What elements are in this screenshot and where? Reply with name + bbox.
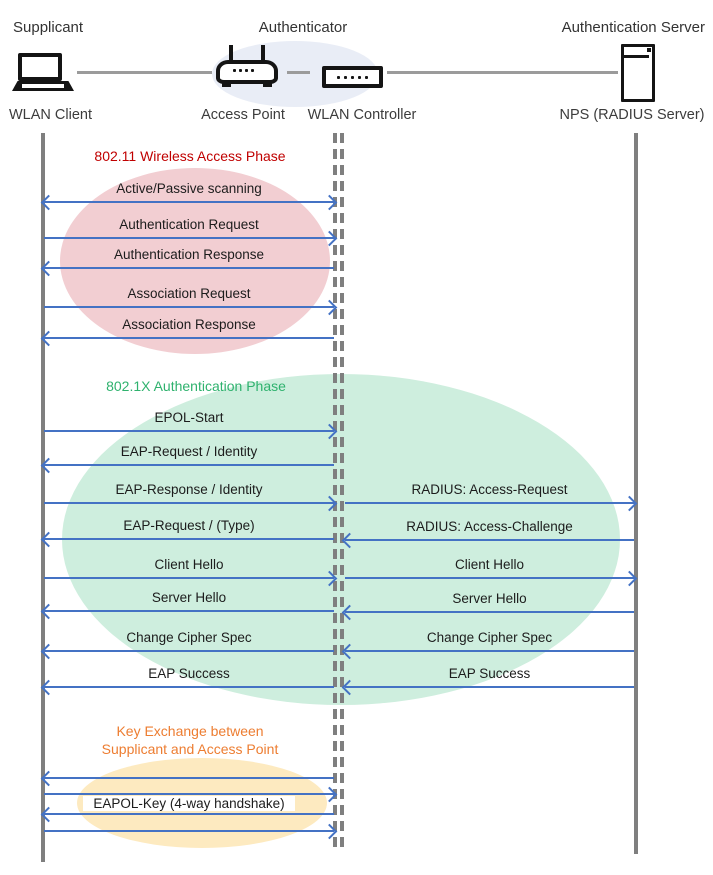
arrow-right <box>345 570 638 587</box>
connector-client-ap <box>77 71 212 74</box>
device-label-access-point: Access Point <box>201 107 285 123</box>
arrow-left <box>341 679 634 696</box>
controller-lifeline-dashed-left <box>333 133 337 853</box>
radius-server-lifeline <box>634 133 638 854</box>
role-label-supplicant: Supplicant <box>13 19 84 36</box>
device-label-wlan-client: WLAN Client <box>9 107 92 123</box>
phase1-ellipse <box>60 168 330 354</box>
device-label-nps-radius-server: NPS (RADIUS Server) <box>559 107 705 123</box>
arrow-right <box>44 823 338 840</box>
arrow-right <box>345 495 638 512</box>
access-point-icon <box>216 45 278 89</box>
phase2-title: 802.1X Authentication Phase <box>106 378 286 394</box>
phase1-title: 802.11 Wireless Access Phase <box>94 148 286 164</box>
arrow-right <box>44 299 338 316</box>
arrow-right <box>44 786 338 803</box>
role-label-authenticator: Authenticator <box>258 19 348 36</box>
device-label-wlan-controller: WLAN Controller <box>307 107 417 123</box>
arrow-right <box>44 570 338 587</box>
connector-controller-server <box>387 71 618 74</box>
arrow-left <box>40 679 334 696</box>
arrow-left <box>40 330 334 347</box>
arrow-left <box>40 531 334 548</box>
arrow-left <box>341 643 634 660</box>
arrow-left <box>341 532 634 549</box>
connector-ap-controller <box>287 71 310 74</box>
wlan-client-lifeline <box>41 133 45 862</box>
controller-lifeline-dashed-right <box>340 133 344 853</box>
arrow-right <box>44 423 338 440</box>
arrow-left <box>341 604 634 621</box>
arrow-both <box>40 194 338 211</box>
phase3-title: Key Exchange between Supplicant and Acce… <box>101 723 279 757</box>
arrow-left <box>40 806 334 823</box>
role-label-authentication-server: Authentication Server <box>561 19 705 36</box>
wlan-controller-icon <box>322 66 383 88</box>
arrow-left <box>40 770 334 787</box>
eapol-key-label: EAPOL-Key (4-way handshake) <box>44 795 334 812</box>
arrow-right <box>44 495 338 512</box>
arrow-left <box>40 260 334 277</box>
server-icon <box>621 44 655 102</box>
arrow-left <box>40 457 334 474</box>
laptop-icon <box>12 53 74 93</box>
arrow-left <box>40 643 334 660</box>
arrow-left <box>40 603 334 620</box>
arrow-right <box>44 230 338 247</box>
